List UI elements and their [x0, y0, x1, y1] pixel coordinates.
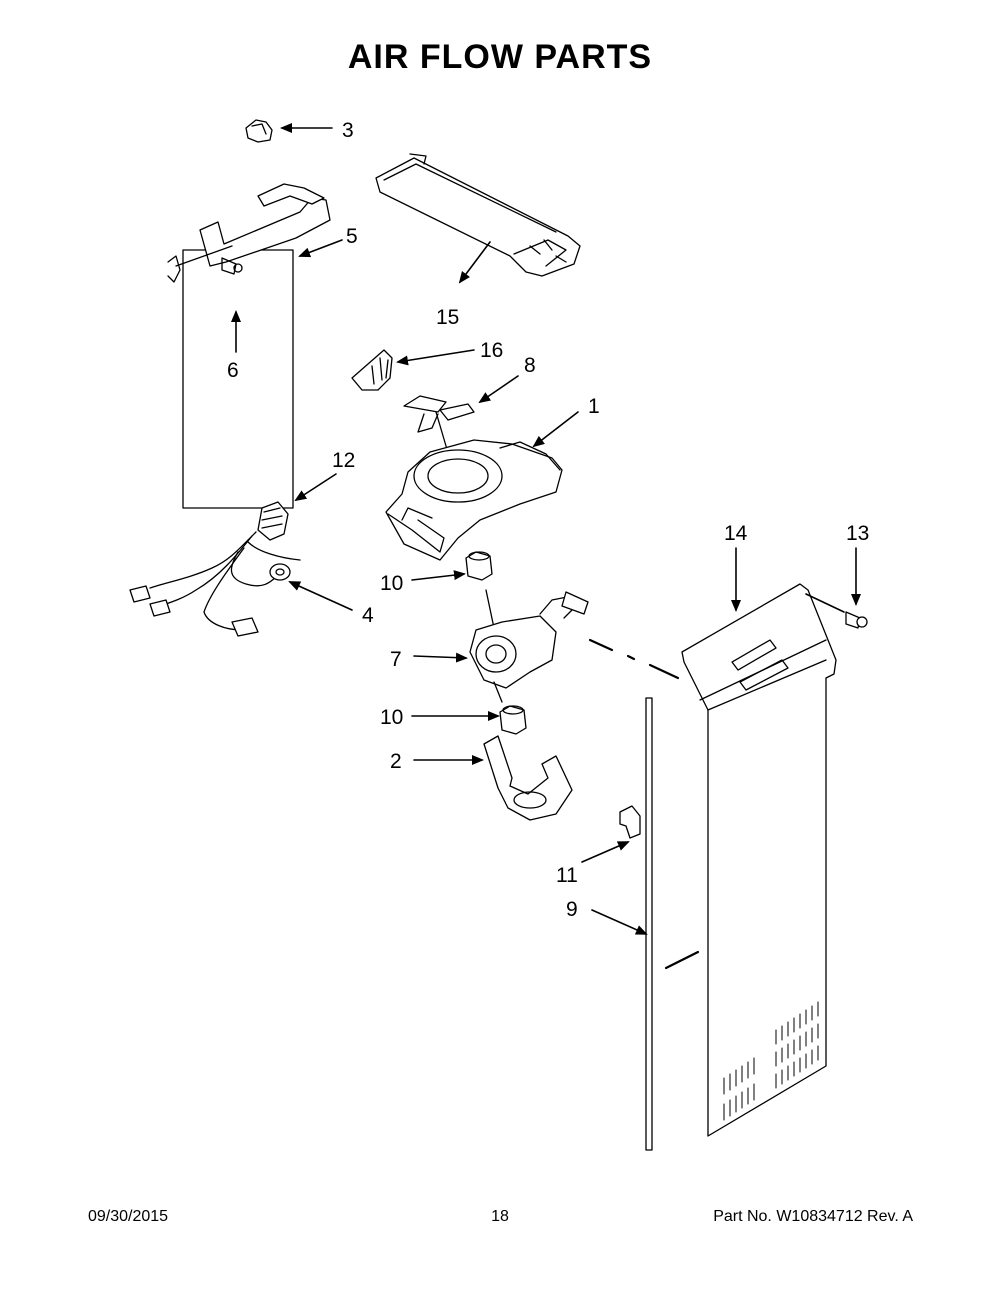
- footer-part-number: Part No. W10834712 Rev. A: [713, 1208, 913, 1225]
- part-1-fan-housing: [385, 439, 563, 561]
- part-16-bracket: [351, 349, 393, 391]
- footer-date: 09/30/2015: [88, 1208, 169, 1225]
- callout-4: 4: [362, 604, 374, 627]
- part-9-gasket: [645, 697, 653, 1151]
- footer-page-number: 18: [491, 1208, 509, 1225]
- part-4-grommet: [269, 563, 291, 581]
- callout-13: 13: [846, 522, 869, 545]
- part-10-grommet-lower: [499, 705, 527, 735]
- part-10-grommet-upper: [465, 551, 493, 581]
- part-8-fan-blade: [403, 395, 475, 481]
- assembly-centerlines: [588, 593, 845, 970]
- callout-11: 11: [556, 864, 578, 887]
- callout-14: 14: [724, 522, 748, 545]
- callout-5: 5: [346, 225, 358, 248]
- part-6-screw: [221, 257, 243, 275]
- part-11-clip: [619, 805, 641, 839]
- part-13-screw: [845, 611, 868, 629]
- callout-1: 1: [588, 395, 600, 418]
- callout-10-lower: 10: [380, 706, 403, 729]
- callout-9: 9: [566, 898, 578, 921]
- callout-12: 12: [332, 449, 355, 472]
- part-15-housing: [375, 153, 581, 277]
- leader-arrows: [231, 123, 861, 935]
- callout-16: 16: [480, 339, 503, 362]
- part-5-duct: [167, 183, 331, 509]
- callout-2: 2: [390, 750, 402, 773]
- callout-numbers: 3 5 6 15 16 8 1 12 4 10 7 10 2 14 13 11 …: [227, 119, 869, 921]
- part-3-clip: [245, 119, 273, 143]
- callout-8: 8: [524, 354, 536, 377]
- part-7-fan-motor: [469, 589, 589, 703]
- callout-7: 7: [390, 648, 402, 671]
- callout-3: 3: [342, 119, 354, 142]
- part-14-rear-panel: [681, 583, 837, 1137]
- callout-15: 15: [436, 306, 459, 329]
- part-12-wire-harness: [129, 501, 301, 637]
- callout-10-upper: 10: [380, 572, 403, 595]
- callout-6: 6: [227, 359, 239, 382]
- part-2-motor-bracket: [483, 735, 573, 821]
- page-title: AIR FLOW PARTS: [347, 38, 653, 76]
